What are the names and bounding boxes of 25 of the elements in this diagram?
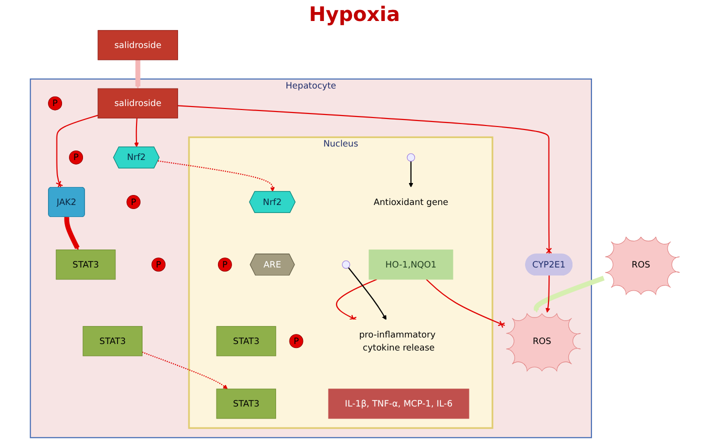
node-box: salidroside [97,30,178,60]
arrow [545,276,550,313]
node-text: pro-inflammatory cytokine release [358,329,436,353]
title: Hypoxia [308,2,400,26]
node-circle: P [288,334,303,348]
node-box: HO-1,NQO1 [368,250,453,280]
node-box: salidroside [97,88,178,118]
node-circle: P [68,150,83,164]
arrow [134,118,138,148]
arrow [134,59,140,89]
arrow [348,267,386,320]
arrow [142,352,228,390]
node-box: STAT3 [216,326,276,356]
node-box: STAT3 [82,326,142,356]
node-box: STAT3 [216,388,276,419]
arrow [64,216,80,250]
arrow [157,160,274,192]
node-box: IL-1β, TNF-α, MCP-1, IL-6 [328,388,469,419]
node-text: Antioxidant gene [373,196,448,207]
node-box: STAT3 [55,250,116,280]
arrow [408,161,413,188]
node-circle: P [151,258,166,272]
node-circle: P [126,195,140,210]
node-circle: P [48,96,62,110]
node-circle: P [217,258,232,272]
